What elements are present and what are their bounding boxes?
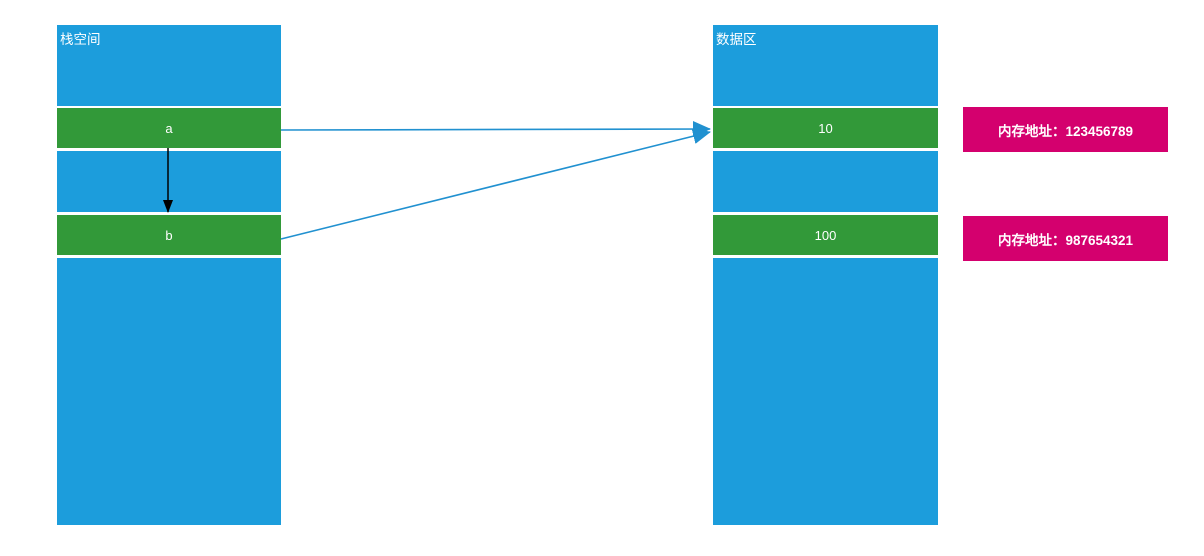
stack-cell-a: a	[57, 108, 281, 148]
pointer-arrow-b-to-10	[280, 128, 711, 240]
memory-address-badge-2: 内存地址：987654321	[963, 216, 1168, 261]
stack-column-header-block: 栈空间	[57, 25, 281, 106]
data-cell-100: 100	[713, 215, 938, 255]
stack-cell-b-label: b	[165, 227, 173, 243]
stack-column-title: 栈空间	[60, 32, 101, 47]
memory-address-badge-1-label: 内存地址：123456789	[997, 123, 1134, 139]
memory-address-badge-1: 内存地址：123456789	[963, 107, 1168, 152]
stack-cell-a-label: a	[165, 120, 173, 136]
stack-column-middle-block	[57, 151, 281, 212]
data-column-bottom-block	[713, 258, 938, 525]
data-column-header-block: 数据区	[713, 25, 938, 106]
data-cell-100-label: 100	[814, 227, 837, 243]
data-cell-10: 10	[713, 108, 938, 148]
stack-column-bottom-block	[57, 258, 281, 525]
data-cell-10-label: 10	[818, 120, 833, 136]
data-column-title: 数据区	[716, 32, 757, 47]
stack-cell-b: b	[57, 215, 281, 255]
pointer-arrow-a-to-10	[280, 121, 711, 138]
memory-address-badge-2-label: 内存地址：987654321	[997, 232, 1134, 248]
data-column-middle-block	[713, 151, 938, 212]
